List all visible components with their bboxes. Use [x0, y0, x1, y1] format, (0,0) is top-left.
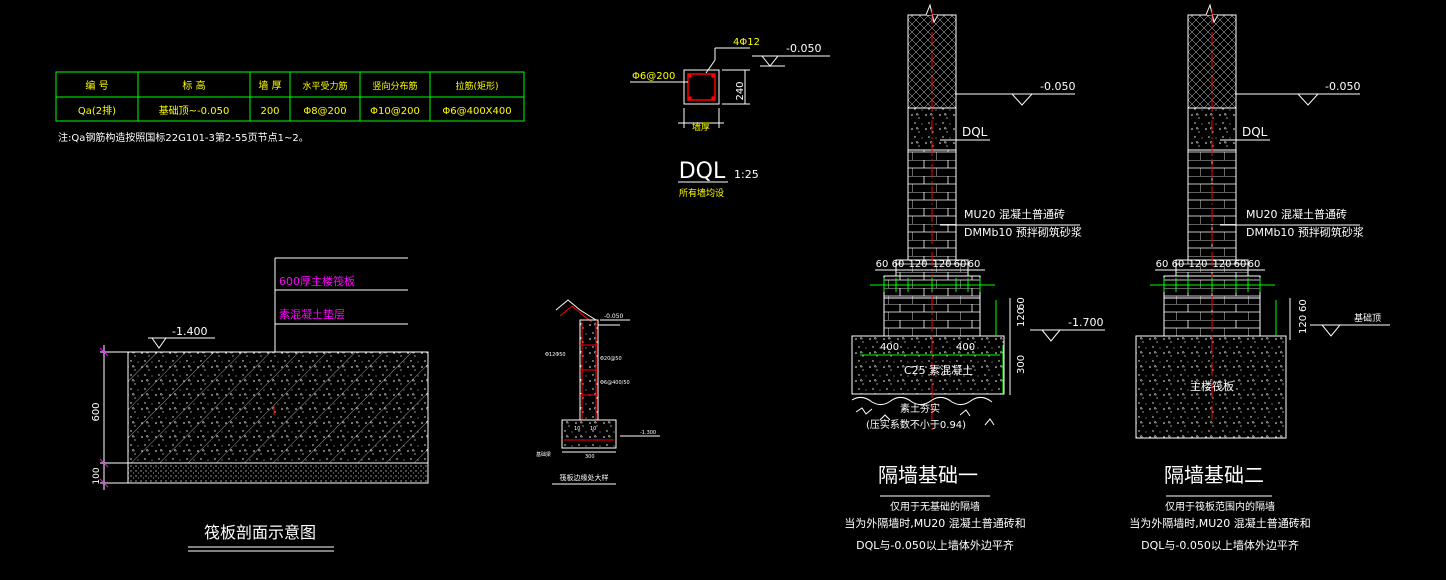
f2-dim: 120 — [1212, 259, 1231, 270]
raft-layer1: 600厚主楼筏板 — [279, 274, 355, 288]
detail-label-a: Φ12Φ50 — [545, 352, 566, 358]
f1-soil1: 素土夯实 — [900, 402, 940, 415]
dql-width-label: 墙厚 — [692, 121, 710, 133]
foundation-1: 60 60 120 120 60 60 -0.050 DQL MU20 混凝土普… — [844, 3, 1105, 552]
f1-soil2: (压实系数不小于0.94) — [866, 418, 966, 431]
f1-dim-v2: 60 — [1016, 297, 1027, 310]
f1-dim: 60 — [968, 259, 981, 270]
f1-dim-v1: 120 — [1016, 308, 1027, 327]
f1-dim: 60 — [876, 259, 889, 270]
f1-dim: 120 — [908, 259, 927, 270]
f1-dql: DQL — [962, 125, 988, 139]
f2-dim-v2: 60 — [1298, 299, 1309, 312]
detail-elev-top: -0.050 — [604, 313, 624, 320]
detail-dim-b: 10 — [590, 426, 596, 432]
detail-elev-bottom: -1.300 — [640, 430, 656, 436]
detail-label-c: Φ6@400/50 — [600, 380, 630, 386]
f1-dim: 120 — [932, 259, 951, 270]
dql-subtitle: 所有墙均设 — [679, 187, 724, 199]
dql-top-bar: 4Φ12 — [733, 37, 760, 48]
table-cell: 基础顶~-0.050 — [159, 104, 230, 117]
table-cell: Φ8@200 — [303, 106, 346, 117]
raft-layer2: 素混凝土垫层 — [279, 307, 345, 321]
dql-stirrup: Φ6@200 — [632, 71, 675, 82]
dql-height: 240 — [735, 81, 746, 100]
table-cell: Qa(2排) — [78, 104, 116, 117]
table-header: 墙 厚 — [258, 79, 281, 92]
f2-mat2: DMMb10 预拌砌筑砂浆 — [1246, 225, 1364, 239]
f1-mat2: DMMb10 预拌砌筑砂浆 — [964, 225, 1082, 239]
raft-dim-100: 100 — [92, 467, 102, 484]
f2-dim: 120 — [1188, 259, 1207, 270]
f1-note3: DQL与-0.050以上墙体外边平齐 — [856, 538, 1014, 552]
f1-elev-bottom: -1.700 — [1068, 316, 1103, 329]
f1-mat1: MU20 混凝土普通砖 — [964, 207, 1065, 221]
f2-elev-top: -0.050 — [1325, 80, 1360, 93]
f1-elev-top: -0.050 — [1040, 80, 1075, 93]
f2-mat1: MU20 混凝土普通砖 — [1246, 207, 1347, 221]
f1-concrete: C25 素混凝土 — [904, 363, 973, 377]
table-header: 拉筋(矩形) — [455, 80, 498, 92]
f2-note1: 仅用于筏板范围内的隔墙 — [1165, 500, 1275, 513]
f1-note1: 仅用于无基础的隔墙 — [890, 500, 980, 513]
detail-dim-a: 10 — [574, 426, 580, 432]
f1-w-right: 400 — [956, 342, 975, 353]
foundation-2: 60 60 120 120 60 60 -0.050 DQL MU20 混凝土普… — [1129, 3, 1390, 552]
f1-note2: 当为外隔墙时,MU20 混凝土普通砖和 — [844, 516, 1026, 530]
f2-dim-v1: 120 — [1298, 315, 1309, 334]
raft-title: 筏板剖面示意图 — [204, 523, 316, 542]
dql-detail: 4Φ12 Φ6@200 240 墙厚 -0.050 DQL 1:25 所有墙均设 — [630, 37, 830, 199]
raft-elev: -1.400 — [172, 325, 207, 338]
table-header: 编 号 — [85, 79, 108, 92]
f1-w-left: 400 — [880, 342, 899, 353]
f2-slab: 主楼筏板 — [1190, 379, 1234, 393]
table-cell: Φ6@400X400 — [442, 106, 511, 117]
dql-title: DQL — [679, 159, 726, 184]
f1-dim: 60 — [954, 259, 967, 270]
raft-dim-600: 600 — [91, 402, 102, 421]
f1-dim-300: 300 — [1016, 355, 1027, 374]
f1-dim: 60 — [892, 259, 905, 270]
detail-dim-c: 300 — [585, 454, 595, 460]
raft-section: 600厚主楼筏板 素混凝土垫层 -1.400 600 100 筏板剖面示意图 — [91, 257, 429, 552]
table-cell: 200 — [260, 106, 279, 117]
f2-note2: 当为外隔墙时,MU20 混凝土普通砖和 — [1129, 516, 1311, 530]
f2-dim: 60 — [1248, 259, 1261, 270]
dql-scale: 1:25 — [734, 168, 759, 181]
table-header: 标 高 — [182, 79, 205, 92]
detail-label-b: Φ20@50 — [600, 356, 622, 362]
table-note: 注:Qa钢筋构造按照国标22G101-3第2-55页节点1~2。 — [58, 131, 309, 144]
f2-note3: DQL与-0.050以上墙体外边平齐 — [1141, 538, 1299, 552]
table-header: 水平受力筋 — [302, 80, 347, 92]
edge-detail: -0.050 Φ12Φ50 Φ20@50 Φ6@400/50 -1.300 10… — [536, 299, 660, 485]
f2-dim: 60 — [1234, 259, 1247, 270]
detail-base-label: 基础梁 — [536, 451, 551, 458]
dql-elev: -0.050 — [786, 42, 821, 55]
f2-elev-right: 基础顶 — [1354, 312, 1381, 324]
f2-dim: 60 — [1172, 259, 1185, 270]
table-header: 竖向分布筋 — [372, 80, 417, 92]
f1-title: 隔墙基础一 — [878, 463, 978, 487]
f2-dim: 60 — [1156, 259, 1169, 270]
wall-table: 编 号 标 高 墙 厚 水平受力筋 竖向分布筋 拉筋(矩形) Qa(2排) 基础… — [55, 71, 525, 144]
detail-title: 筏板边缘处大样 — [560, 473, 609, 482]
f2-dql: DQL — [1242, 125, 1268, 139]
f2-title: 隔墙基础二 — [1164, 463, 1264, 487]
table-cell: Φ10@200 — [370, 106, 420, 117]
